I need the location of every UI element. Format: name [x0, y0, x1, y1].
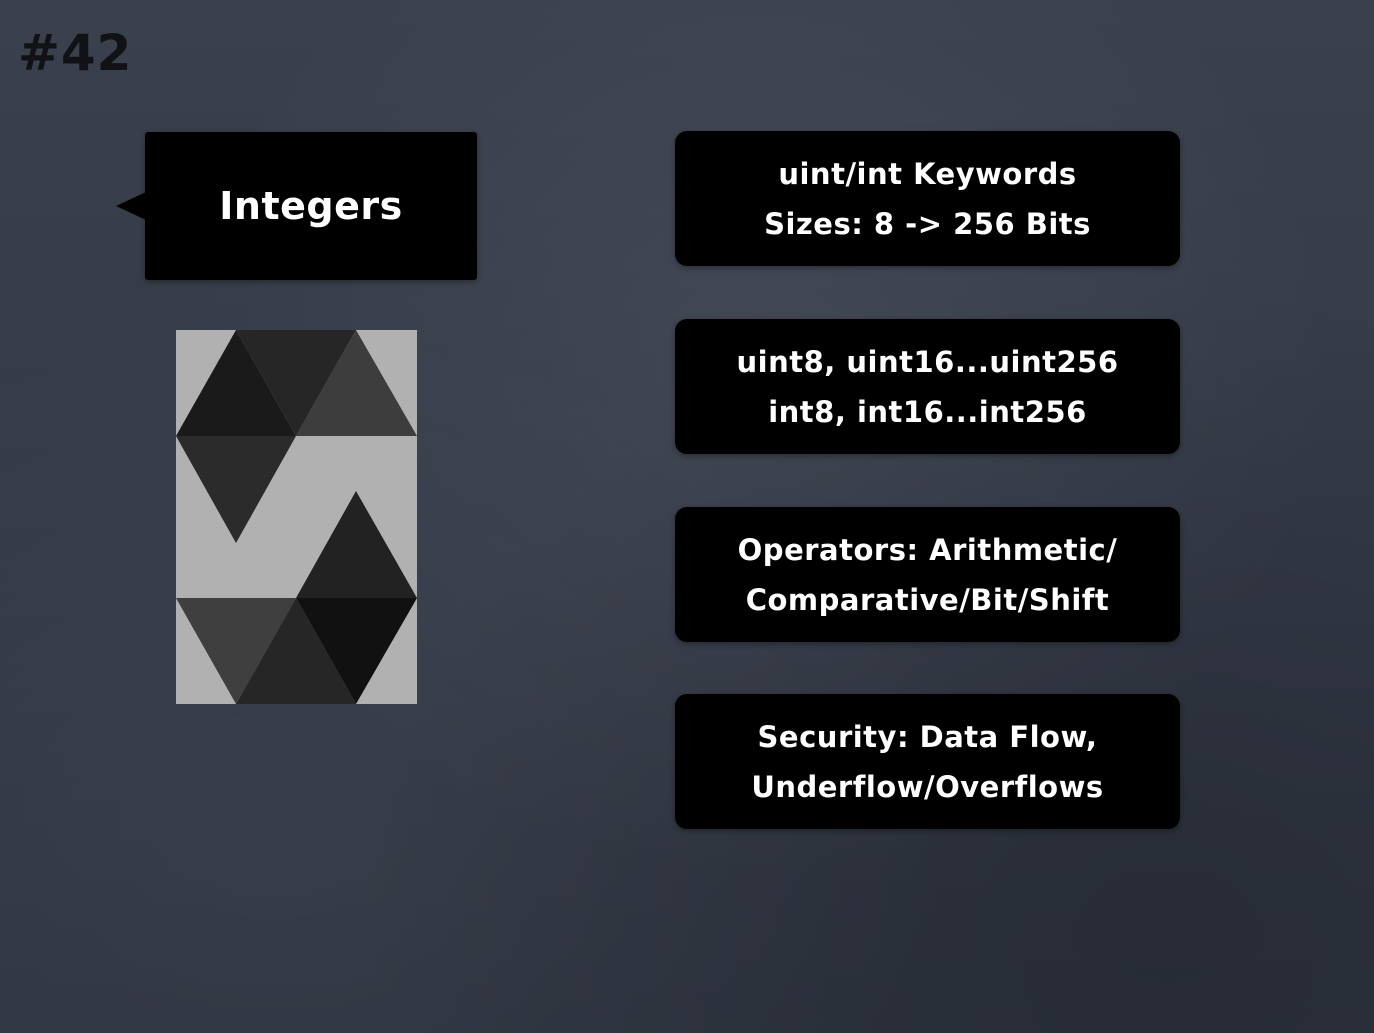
info-line: Underflow/Overflows [751, 769, 1104, 804]
info-line: Security: Data Flow, [757, 719, 1098, 754]
info-line: Comparative/Bit/Shift [745, 582, 1110, 617]
logo-facet [176, 436, 296, 543]
callout-title: Integers [219, 184, 403, 228]
logo-facet [176, 598, 296, 704]
info-line: uint/int Keywords [778, 156, 1077, 191]
info-box-keywords: uint/int Keywords Sizes: 8 -> 256 Bits [675, 131, 1180, 266]
title-callout: Integers [116, 132, 477, 280]
info-line: Operators: Arithmetic/ [737, 532, 1118, 567]
logo-facet [236, 330, 356, 436]
info-box-types: uint8, uint16...uint256 int8, int16...in… [675, 319, 1180, 454]
info-line: int8, int16...int256 [768, 394, 1087, 429]
logo-facet [236, 598, 356, 704]
logo-facet [296, 330, 417, 436]
logo-facet [296, 598, 417, 704]
solidity-logo-icon [176, 330, 417, 704]
logo-facet [176, 330, 296, 436]
info-box-security: Security: Data Flow, Underflow/Overflows [675, 694, 1180, 829]
info-line: uint8, uint16...uint256 [736, 344, 1119, 379]
logo-facet [296, 491, 417, 598]
info-box-operators: Operators: Arithmetic/ Comparative/Bit/S… [675, 507, 1180, 642]
slide-number: #42 [18, 24, 133, 82]
info-line: Sizes: 8 -> 256 Bits [764, 206, 1091, 241]
